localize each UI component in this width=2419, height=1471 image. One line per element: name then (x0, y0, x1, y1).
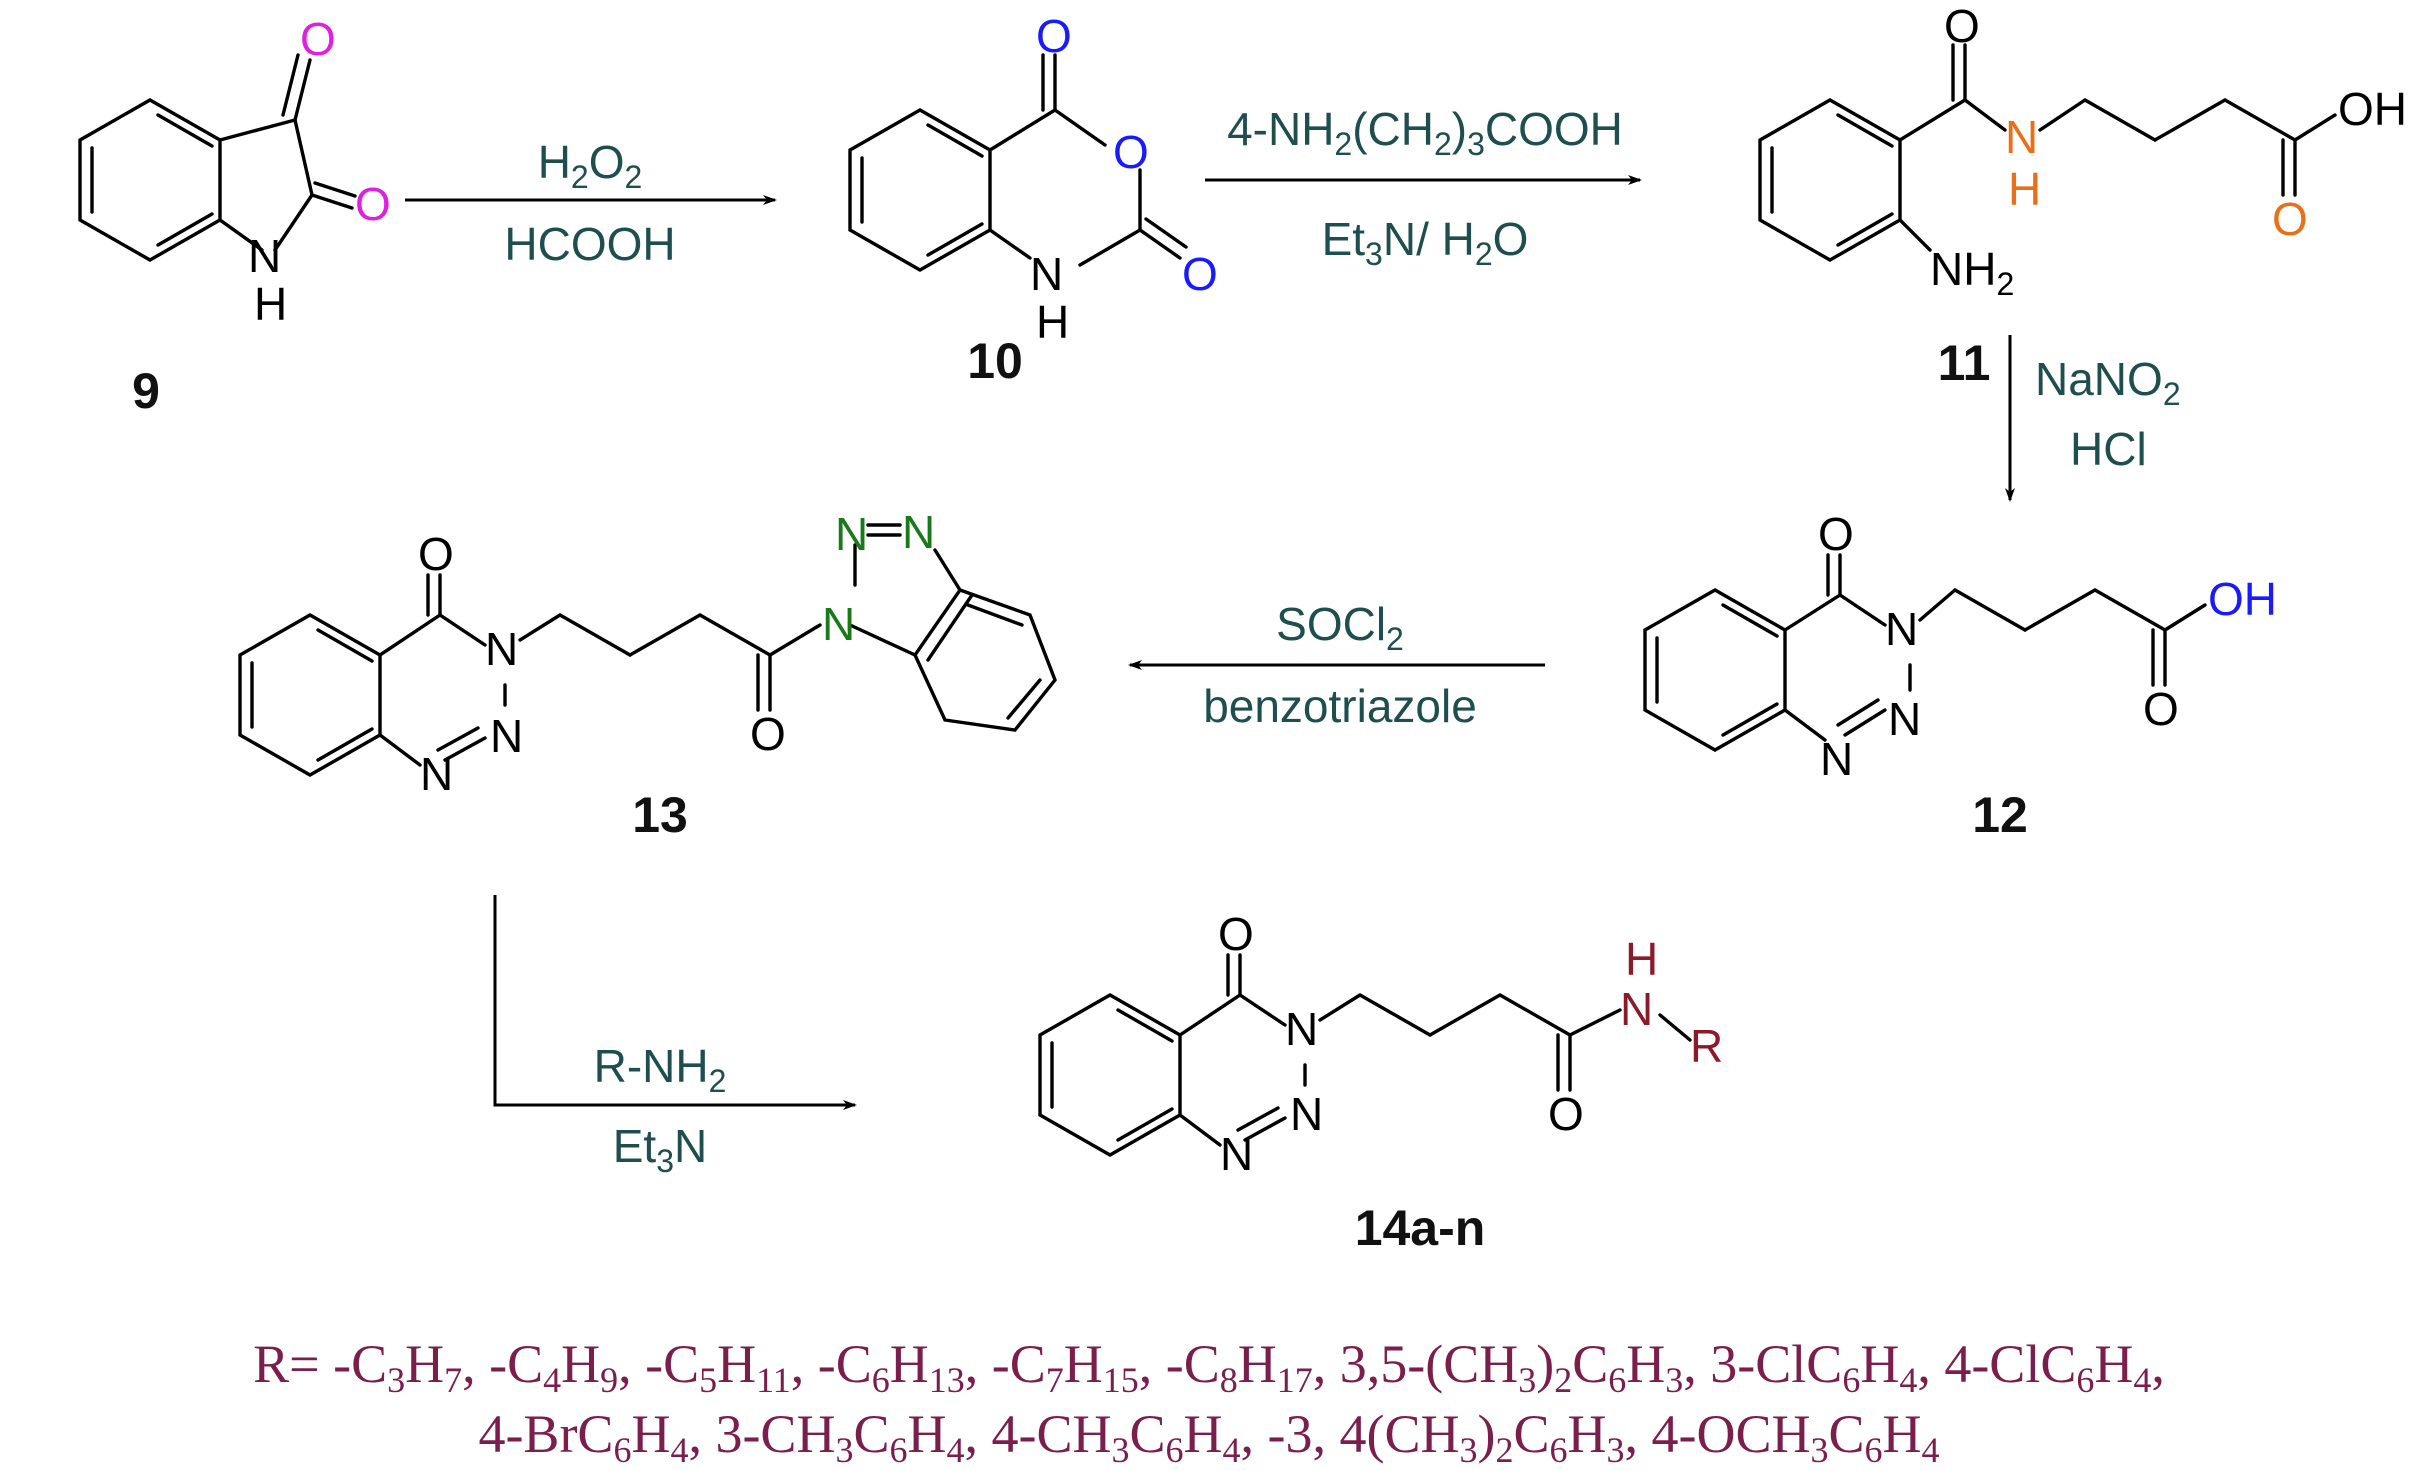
compound-14-structure: O N N N O N H R (1038, 908, 1723, 1180)
svg-text:H: H (1036, 296, 1069, 348)
compound-13-label: 13 (632, 787, 688, 843)
r-groups-line-1: R= -C3H7, -C4H9, -C5H11, -C6H13, -C7H15,… (253, 1334, 2165, 1400)
svg-text:N: N (1885, 603, 1918, 655)
svg-text:O: O (1036, 10, 1072, 62)
svg-text:N: N (1820, 733, 1853, 785)
svg-text:O: O (1818, 508, 1854, 560)
svg-text:H: H (1625, 933, 1658, 985)
step3-acid: HCl (2070, 423, 2147, 475)
svg-text:N: N (420, 748, 453, 800)
svg-text:N: N (835, 508, 868, 560)
step2-reagent: 4-NH2(CH2)3COOH (1227, 103, 1623, 162)
svg-text:O: O (1113, 126, 1149, 178)
step5-base: Et3N (613, 1120, 708, 1179)
svg-text:N: N (485, 623, 518, 675)
svg-text:OH: OH (2208, 573, 2277, 625)
step2-conditions: Et3N/ H2O (1322, 213, 1529, 272)
step1-reagent: H2O2 (538, 136, 643, 195)
svg-text:R: R (1690, 1020, 1723, 1072)
compound-12-structure: O N N N OH O (1643, 508, 2277, 785)
svg-text:N: N (822, 598, 855, 650)
compound-12-label: 12 (1972, 787, 2028, 843)
svg-text:NH2: NH2 (1930, 243, 2014, 302)
svg-text:N: N (1888, 693, 1921, 745)
svg-text:H: H (254, 278, 287, 330)
svg-text:N: N (1290, 1088, 1323, 1140)
compound-9-structure: O O N H (78, 13, 391, 330)
svg-text:N: N (1285, 1003, 1318, 1055)
svg-text:O: O (1548, 1088, 1584, 1140)
svg-text:N: N (248, 230, 281, 282)
svg-text:O: O (1218, 908, 1254, 960)
svg-text:N: N (1620, 983, 1653, 1035)
svg-text:H: H (2008, 163, 2041, 215)
step4-reagent: SOCl2 (1276, 598, 1404, 657)
svg-text:O: O (1944, 0, 1980, 52)
r-groups-line-2: 4-BrC6H4, 3-CH3C6H4, 4-CH3C6H4, -3, 4(CH… (478, 1404, 1939, 1470)
step1-solvent: HCOOH (504, 218, 675, 270)
svg-text:O: O (2272, 193, 2308, 245)
svg-text:O: O (2143, 683, 2179, 735)
arrow-step-5 (493, 895, 857, 1110)
svg-text:N: N (1030, 248, 1063, 300)
svg-text:O: O (1182, 248, 1218, 300)
svg-text:O: O (750, 708, 786, 760)
svg-text:O: O (355, 178, 391, 230)
compound-9-label: 9 (132, 363, 160, 419)
svg-text:N: N (490, 710, 523, 762)
svg-text:O: O (418, 528, 454, 580)
compound-11-structure: O N H OH O NH2 (1758, 0, 2407, 302)
svg-text:N: N (1220, 1128, 1253, 1180)
svg-text:OH: OH (2338, 83, 2407, 135)
svg-text:N: N (902, 506, 935, 558)
compound-14-label: 14a-n (1355, 1200, 1486, 1256)
svg-text:N: N (2005, 111, 2038, 163)
compound-11-label: 11 (1938, 335, 1991, 391)
compound-10-label: 10 (967, 333, 1023, 389)
step4-additive: benzotriazole (1203, 680, 1477, 732)
compound-13-structure: O N N N O N N N (238, 506, 1057, 800)
step5-reagent: R-NH2 (594, 1040, 727, 1099)
compound-10-structure: O O O N H (848, 10, 1218, 348)
step3-reagent: NaNO2 (2035, 353, 2181, 412)
svg-text:O: O (300, 13, 336, 65)
